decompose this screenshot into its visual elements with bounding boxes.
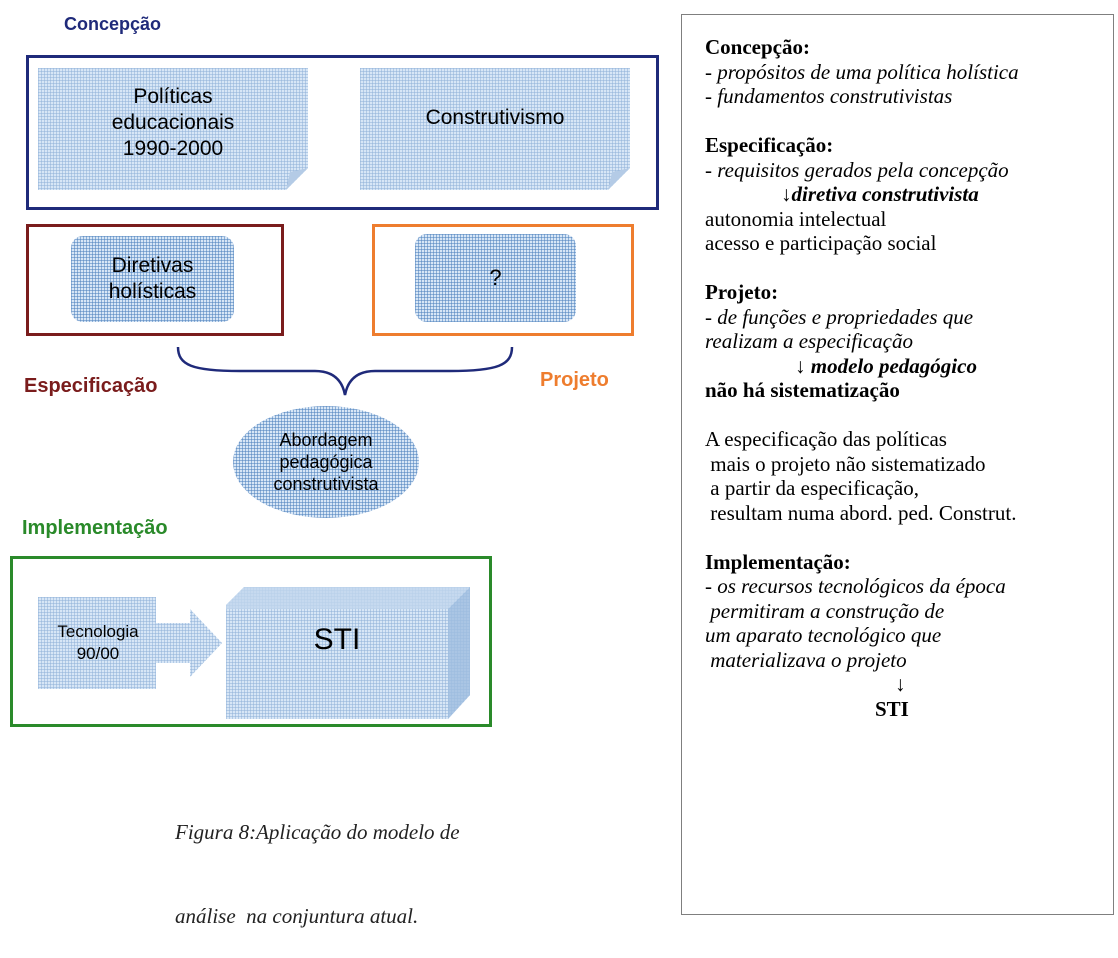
sti-box xyxy=(226,587,470,719)
panel-paragraph-line: resultam numa abord. ped. Construt. xyxy=(705,500,1017,525)
panel-especificacao-line: acesso e participação social xyxy=(705,231,937,255)
panel-implementacao-line: - os recursos tecnológicos da época xyxy=(705,574,1006,598)
abordagem-ellipse: Abordagem pedagógica construtivista xyxy=(233,406,419,518)
panel-paragraph-line: mais o projeto não sistematizado xyxy=(705,451,986,476)
panel-especificacao-line: autonomia intelectual xyxy=(705,206,887,231)
tecnologia-arrow xyxy=(38,597,222,689)
especificacao-frame xyxy=(26,224,284,336)
panel-implementacao-line: materializava o projeto xyxy=(705,647,907,672)
panel-projeto-title: Projeto: xyxy=(705,280,779,304)
concepcao-label: Concepção xyxy=(64,14,162,34)
panel-down-arrow: ↓ xyxy=(895,672,906,696)
panel-paragraph-line: A especificação das políticas xyxy=(705,427,947,451)
panel-diretiva-line: ↓diretiva construtivista xyxy=(781,182,979,206)
panel-concepcao-line: - propósitos de uma política holística xyxy=(705,59,1019,84)
panel-especificacao-line: - requisitos gerados pela concepção xyxy=(705,157,1009,182)
implementacao-label: Implementação xyxy=(22,517,168,539)
panel-sti-label: STI xyxy=(875,696,909,721)
figure-caption: Figura 8:Aplicação do modelo de análise … xyxy=(175,762,460,958)
panel-concepcao-title: Concepção: xyxy=(705,35,810,59)
politicas-text: Políticas educacionais 1990-2000 xyxy=(111,85,235,160)
question-box: ? xyxy=(415,234,576,322)
panel-projeto-line: - de funções e propriedades que xyxy=(705,304,974,329)
panel-implementacao-title: Implementação: xyxy=(705,549,851,574)
explanation-panel: Concepção: - propósitos de uma política … xyxy=(681,14,1114,915)
projeto-label: Projeto xyxy=(540,369,609,391)
construtivismo-box xyxy=(360,68,630,190)
panel-especificacao-title: Especificação: xyxy=(705,133,834,157)
panel-projeto-line: não há sistematização xyxy=(705,378,900,402)
concepcao-frame xyxy=(26,55,659,210)
brace-connector xyxy=(176,346,514,396)
caption-line-2: análise na conjuntura atual. xyxy=(175,904,419,928)
implementacao-frame xyxy=(10,556,492,727)
caption-line-1: Figura 8:Aplicação do modelo de xyxy=(175,820,460,844)
tecnologia-text: Tecnologia 90/00 xyxy=(57,622,139,663)
panel-modelo-line: ↓ modelo pedagógico xyxy=(795,353,977,378)
projeto-frame xyxy=(372,224,634,336)
panel-implementacao-line: um aparato tecnológico que xyxy=(705,623,942,647)
construtivismo-text: Construtivismo xyxy=(425,106,565,129)
politicas-box xyxy=(38,68,308,190)
especificacao-label: Especificação xyxy=(24,375,158,397)
panel-concepcao-line: - fundamentos construtivistas xyxy=(705,84,953,108)
panel-projeto-line: realizam a especificação xyxy=(705,329,914,353)
panel-implementacao-line: permitiram a construção de xyxy=(705,598,945,623)
sti-text: STI xyxy=(313,623,361,656)
diretivas-box: Diretivas holísticas xyxy=(71,236,234,322)
panel-paragraph-line: a partir da especificação, xyxy=(705,476,919,500)
